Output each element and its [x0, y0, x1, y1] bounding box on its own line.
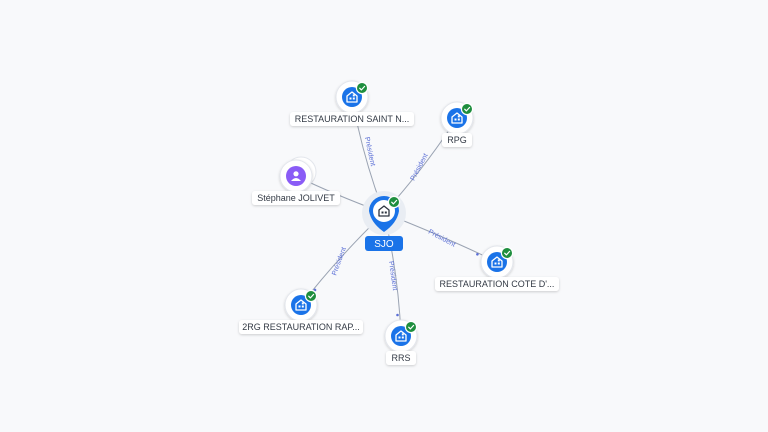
node-label: Stéphane JOLIVET [252, 191, 340, 205]
node-label-text: RESTAURATION SAINT N... [295, 114, 410, 124]
node-label-text: RESTAURATION COTE D'... [440, 279, 555, 289]
node-label: RESTAURATION COTE D'... [435, 277, 559, 291]
node-label-text: RPG [447, 135, 467, 145]
node-label: RPG [442, 133, 472, 147]
verified-check-icon [355, 81, 369, 95]
edge-label: Président [387, 261, 398, 291]
center-node[interactable]: SJO [362, 191, 406, 251]
node-rpg[interactable]: RPG [440, 101, 474, 147]
building-icon [491, 256, 503, 268]
node-rrs[interactable]: RRS [384, 319, 418, 365]
node-label-text: RRS [391, 353, 410, 363]
building-icon [378, 205, 390, 217]
verified-check-icon [304, 289, 318, 303]
edge-label: Président [363, 136, 376, 166]
verified-check-icon [387, 195, 401, 209]
edge-arrow [313, 288, 317, 292]
node-rsn[interactable]: RESTAURATION SAINT N... [290, 80, 414, 126]
edge-arrow [476, 253, 479, 256]
building-icon [395, 330, 407, 342]
building-icon [346, 91, 358, 103]
building-icon [451, 112, 463, 124]
person-icon [291, 171, 301, 181]
verified-check-icon [404, 320, 418, 334]
building-icon [295, 299, 307, 311]
node-label: RRS [386, 351, 416, 365]
node-label-text: 2RG RESTAURATION RAP... [242, 322, 360, 332]
edge-arrow [396, 313, 399, 317]
node-rcd[interactable]: RESTAURATION COTE D'... [435, 245, 559, 291]
center-label-text: SJO [374, 239, 394, 250]
node-rg2[interactable]: 2RG RESTAURATION RAP... [239, 288, 363, 334]
node-label: 2RG RESTAURATION RAP... [239, 320, 363, 334]
node-label-text: Stéphane JOLIVET [257, 193, 335, 203]
nodes-layer: RESTAURATION SAINT N... RPG Stéphane JOLIV… [239, 80, 559, 365]
center-label: SJO [365, 236, 403, 251]
node-sj[interactable]: Stéphane JOLIVET [252, 156, 340, 205]
node-label: RESTAURATION SAINT N... [290, 112, 414, 126]
edge-label: Président [331, 246, 348, 276]
edge-label: Président [427, 229, 456, 249]
verified-check-icon [460, 102, 474, 116]
verified-check-icon [500, 246, 514, 260]
edge-label: Président [410, 153, 430, 182]
